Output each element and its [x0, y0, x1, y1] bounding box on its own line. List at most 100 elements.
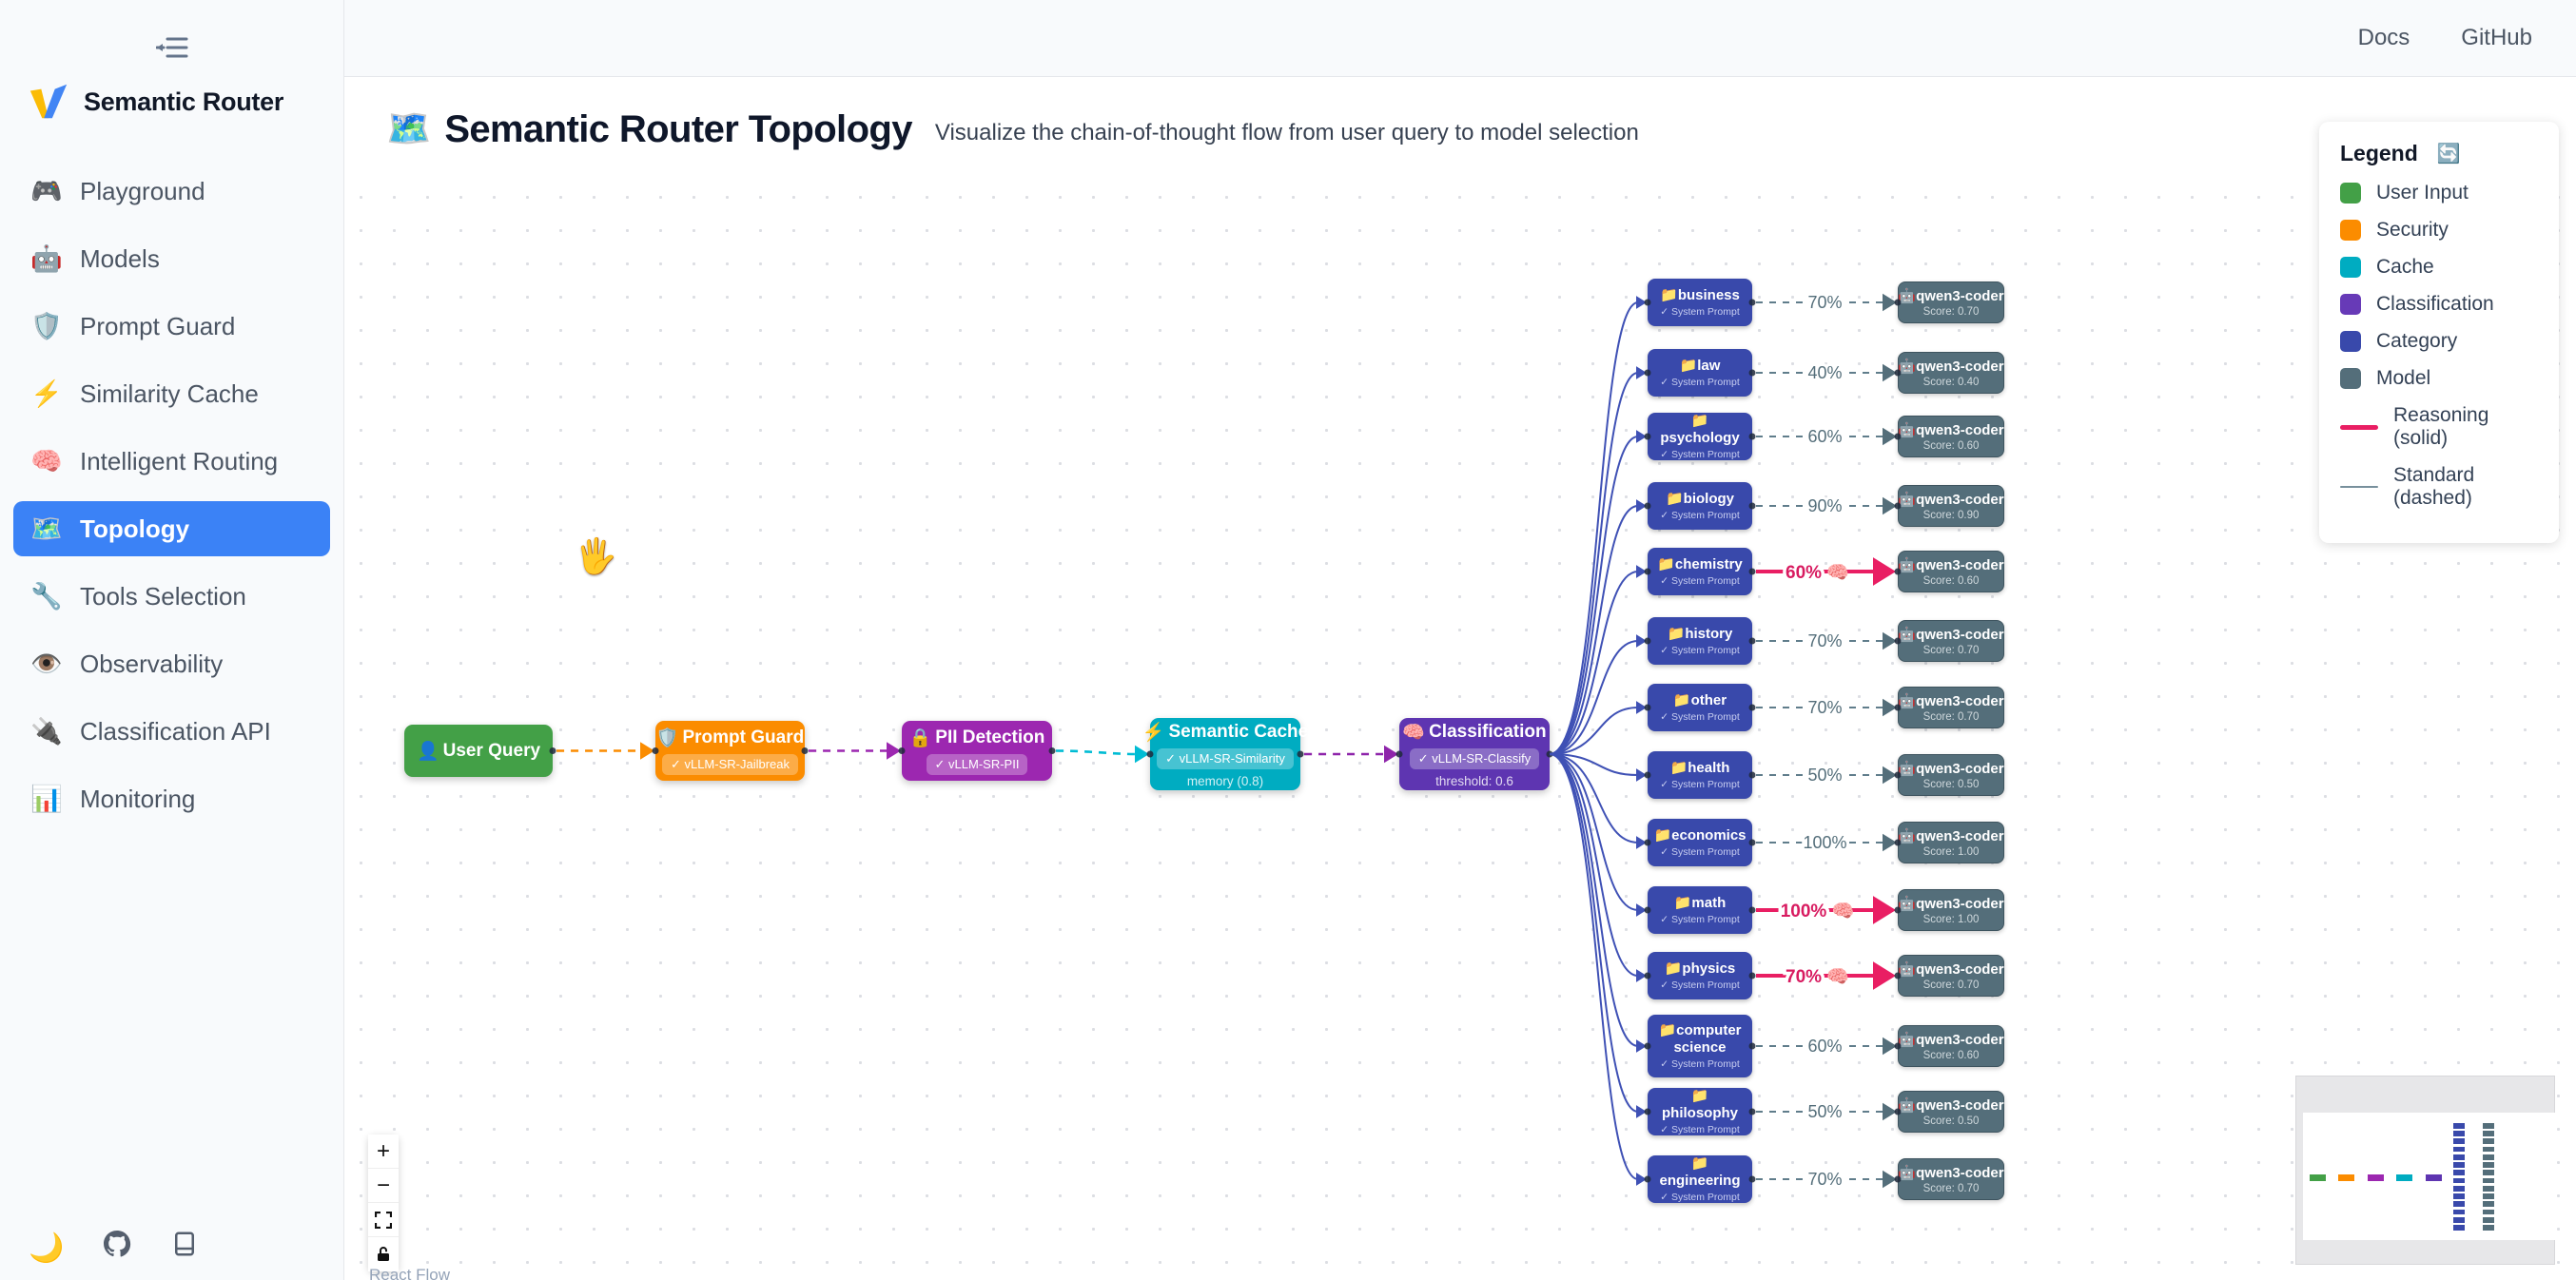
minimap-node — [2453, 1224, 2465, 1231]
top-header: Docs GitHub — [344, 0, 2576, 77]
sidebar-item-tools-selection[interactable]: 🔧Tools Selection — [13, 569, 330, 624]
sidebar-item-label: Observability — [80, 649, 224, 678]
legend-label: Standard (dashed) — [2393, 464, 2475, 509]
zoom-in-button[interactable]: + — [368, 1135, 399, 1169]
model-label: qwen3-coder — [1916, 761, 2004, 777]
flow-node-user-query[interactable]: 👤User Query — [404, 725, 553, 777]
flow-node-pii-detection[interactable]: 🔒PII Detection✓ vLLM-SR-PII — [902, 721, 1052, 781]
category-label: law — [1697, 357, 1721, 374]
category-node-history[interactable]: 📁history✓ System Prompt — [1648, 617, 1752, 665]
prompt-guard-icon: 🛡️ — [30, 312, 63, 340]
robot-icon: 🤖 — [1898, 961, 1917, 978]
legend-label: Category — [2376, 330, 2458, 352]
category-node-psychology[interactable]: 📁psychology✓ System Prompt — [1648, 413, 1752, 460]
sidebar-item-monitoring[interactable]: 📊Monitoring — [13, 771, 330, 826]
page-title: Semantic Router Topology — [444, 107, 912, 150]
legend-swatch — [2340, 331, 2361, 352]
sidebar-item-prompt-guard[interactable]: 🛡️Prompt Guard — [13, 299, 330, 354]
sidebar-item-observability[interactable]: 👁️ Observability — [13, 636, 330, 691]
lock-button[interactable] — [368, 1237, 399, 1271]
sidebar-item-classification-api[interactable]: 🔌Classification API — [13, 704, 330, 759]
minimap-node — [2483, 1224, 2494, 1231]
category-node-other[interactable]: 📁other✓ System Prompt — [1648, 684, 1752, 731]
model-score: Score: 0.70 — [1922, 645, 1980, 656]
sidebar: Semantic Router 🎮Playground🤖Models🛡️Prom… — [0, 0, 344, 1280]
observability-icon: 👁️ — [30, 650, 63, 678]
minimap[interactable] — [2295, 1076, 2556, 1265]
model-title: 🤖qwen3-coder — [1898, 692, 2003, 709]
github-icon[interactable] — [102, 1229, 132, 1267]
category-node-business[interactable]: 📁business✓ System Prompt — [1648, 279, 1752, 326]
category-label: biology — [1683, 490, 1734, 507]
tools-selection-icon: 🔧 — [30, 582, 63, 611]
sidebar-item-label: Intelligent Routing — [80, 446, 279, 475]
sidebar-item-models[interactable]: 🤖Models — [13, 231, 330, 286]
minimap-node — [2453, 1216, 2465, 1223]
collapse-sidebar-icon — [156, 37, 188, 58]
category-node-economics[interactable]: 📁economics✓ System Prompt — [1648, 819, 1752, 866]
model-title: 🤖qwen3-coder — [1898, 626, 2003, 643]
model-label: qwen3-coder — [1916, 1032, 2004, 1048]
sidebar-item-playground[interactable]: 🎮Playground — [13, 164, 330, 219]
sidebar-item-label: Similarity Cache — [80, 378, 259, 408]
docs-link[interactable]: Docs — [2357, 25, 2410, 50]
category-node-engineering[interactable]: 📁engineering✓ System Prompt — [1648, 1155, 1752, 1203]
folder-icon: 📁 — [1690, 1088, 1709, 1105]
model-score: Score: 1.00 — [1922, 914, 1980, 925]
category-title: 📁biology — [1660, 491, 1740, 507]
category-node-biology[interactable]: 📁biology✓ System Prompt — [1648, 482, 1752, 530]
fit-view-button[interactable] — [368, 1203, 399, 1237]
minimap-node — [2425, 1174, 2442, 1181]
legend-item-model: Model — [2340, 367, 2538, 390]
category-node-health[interactable]: 📁health✓ System Prompt — [1648, 751, 1752, 799]
book-icon[interactable] — [170, 1230, 199, 1266]
model-score: Score: 0.70 — [1922, 306, 1980, 318]
sidebar-item-label: Playground — [80, 176, 205, 205]
category-label: economics — [1671, 826, 1747, 844]
flow-node-prompt-guard[interactable]: 🛡️Prompt Guard✓ vLLM-SR-Jailbreak — [655, 721, 805, 781]
category-node-physics[interactable]: 📁physics✓ System Prompt — [1648, 952, 1752, 999]
theme-toggle-moon-icon[interactable]: 🌙 — [29, 1232, 65, 1264]
category-node-math[interactable]: 📁math✓ System Prompt — [1648, 886, 1752, 934]
category-node-philosophy[interactable]: 📁philosophy✓ System Prompt — [1648, 1088, 1752, 1135]
sidebar-item-similarity-cache[interactable]: ⚡Similarity Cache — [13, 366, 330, 421]
category-title: 📁engineering — [1648, 1155, 1752, 1189]
category-node-law[interactable]: 📁law✓ System Prompt — [1648, 349, 1752, 397]
refresh-icon[interactable]: 🔄 — [2436, 144, 2461, 165]
legend-title: Legend — [2340, 141, 2418, 165]
sidebar-item-label: Classification API — [80, 716, 271, 746]
category-label: business — [1677, 286, 1740, 303]
sidebar-item-intelligent-routing[interactable]: 🧠Intelligent Routing — [13, 434, 330, 489]
pii-detection-icon: 🔒 — [908, 728, 932, 748]
zoom-out-button[interactable]: − — [368, 1169, 399, 1203]
category-title: 📁philosophy — [1648, 1088, 1752, 1121]
collapse-sidebar-button[interactable] — [145, 29, 200, 67]
model-label: qwen3-coder — [1916, 693, 2004, 709]
legend-label: Cache — [2376, 256, 2434, 278]
minimap-node — [2367, 1174, 2384, 1181]
model-score: Score: 0.90 — [1922, 510, 1980, 521]
category-label: computer science — [1673, 1022, 1742, 1056]
category-node-chemistry[interactable]: 📁chemistry✓ System Prompt — [1648, 548, 1752, 595]
minimap-node — [2453, 1185, 2465, 1192]
github-link[interactable]: GitHub — [2461, 25, 2532, 50]
category-node-computer-science[interactable]: 📁computer science✓ System Prompt — [1648, 1015, 1752, 1077]
sidebar-item-topology[interactable]: 🗺️Topology — [13, 501, 330, 556]
